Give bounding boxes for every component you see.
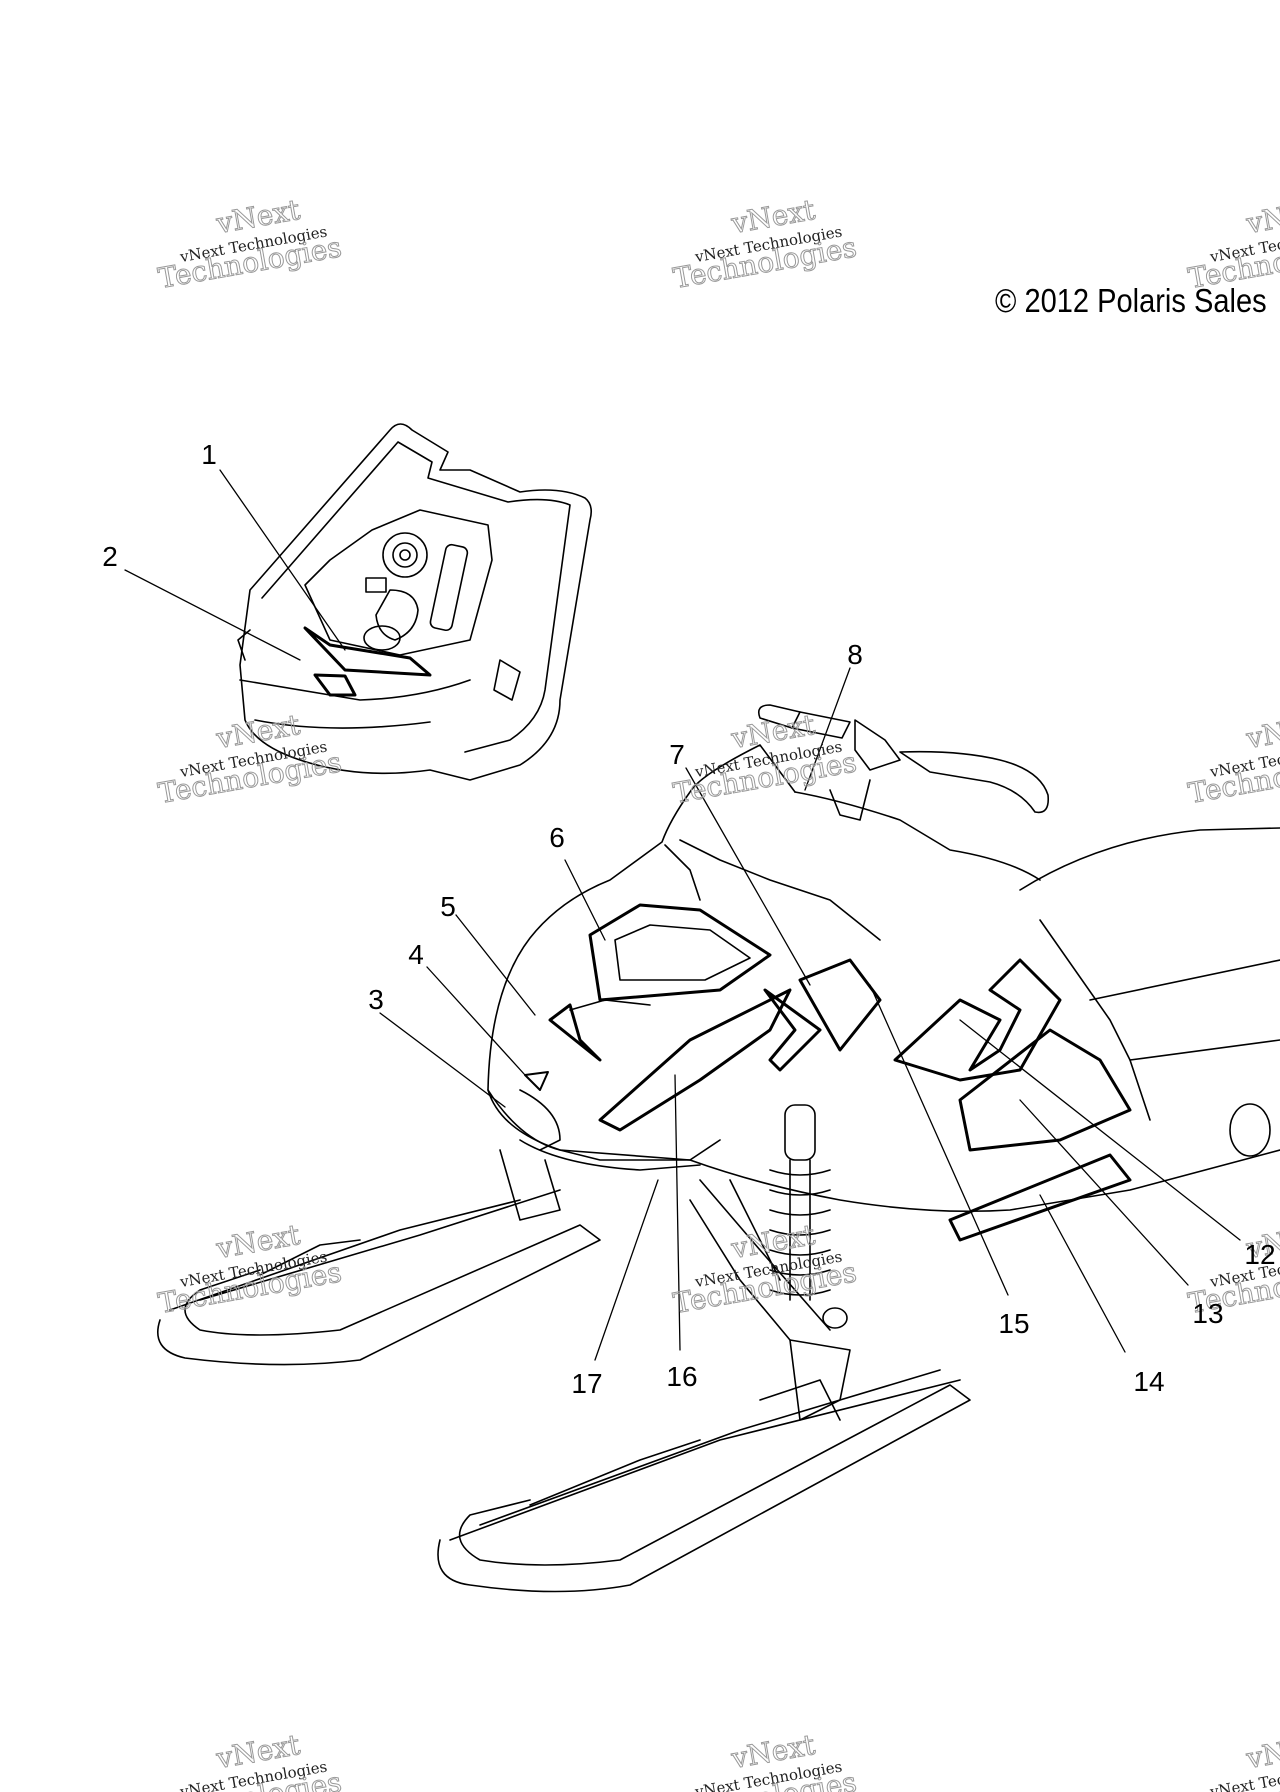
callout-8: 8 (847, 639, 863, 670)
copyright-notice: © 2012 Polaris Sales (995, 282, 1267, 319)
callout-4: 4 (408, 939, 424, 970)
callout-13: 13 (1192, 1298, 1223, 1329)
watermark: vNext vNext Technologies Technologies (670, 1217, 859, 1320)
callout-12: 12 (1244, 1239, 1275, 1270)
callout-1: 1 (201, 439, 217, 470)
leader-lines (124, 469, 1241, 1361)
callout-2: 2 (102, 541, 118, 572)
snowmobile-drawing (124, 423, 1280, 1593)
watermark: vNext vNext Technologies Technologies (1185, 192, 1280, 295)
callout-16: 16 (666, 1361, 697, 1392)
svg-text:vNext: vNext (1243, 193, 1280, 240)
snowmobile-main (157, 704, 1280, 1593)
svg-text:vNext: vNext (1243, 708, 1280, 755)
hood-inset (237, 423, 592, 781)
watermark: vNext vNext Technologies Technologies (670, 1727, 859, 1792)
watermark: vNext vNext Technologies Technologies (155, 707, 344, 810)
callout-17: 17 (571, 1368, 602, 1399)
watermark: vNext vNext Technologies Technologies (1185, 707, 1280, 810)
watermark: vNext vNext Technologies Technologies (155, 1217, 344, 1320)
watermark: vNext vNext Technologies Technologies (1185, 1727, 1280, 1792)
callout-labels: 1 2 3 4 5 6 7 8 12 13 14 15 16 17 (102, 439, 1275, 1399)
watermark: vNext vNext Technologies Technologies (670, 192, 859, 295)
callout-3: 3 (368, 984, 384, 1015)
callout-5: 5 (440, 891, 456, 922)
callout-7: 7 (669, 739, 685, 770)
svg-text:vNext: vNext (1243, 1728, 1280, 1775)
watermark: vNext vNext Technologies Technologies (155, 192, 344, 295)
callout-15: 15 (998, 1308, 1029, 1339)
callout-14: 14 (1133, 1366, 1164, 1397)
watermark: vNext vNext Technologies Technologies (155, 1727, 344, 1792)
callout-6: 6 (549, 822, 565, 853)
